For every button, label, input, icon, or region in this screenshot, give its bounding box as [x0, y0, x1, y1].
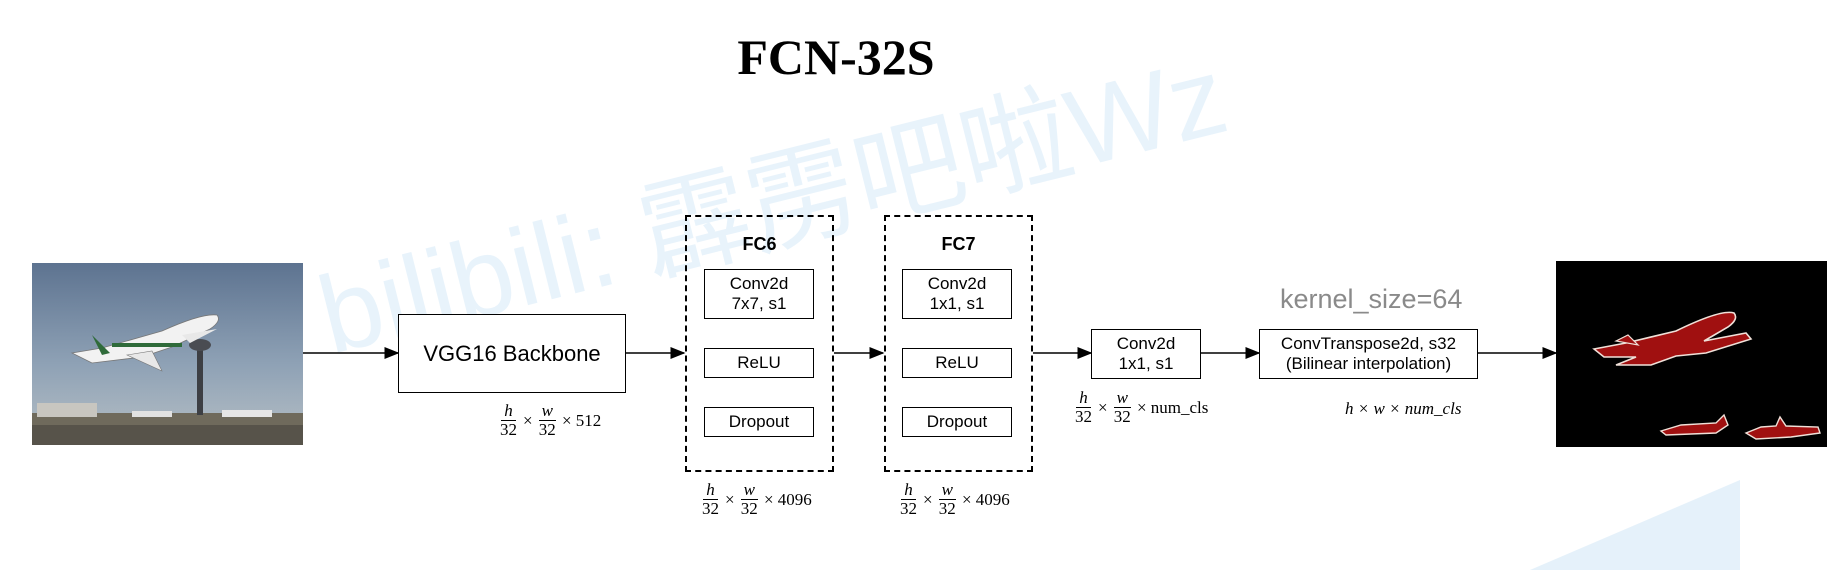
fc7-conv2d-line1: Conv2d	[927, 274, 987, 293]
fc6-conv2d-line1: Conv2d	[729, 274, 789, 293]
fc6-dropout-box: Dropout	[704, 407, 814, 437]
fc6-shape-num2: w	[740, 481, 758, 500]
backbone-shape-den2: 32	[538, 420, 556, 439]
fc6-label: FC6	[742, 234, 777, 254]
fc7-relu-label: ReLU	[935, 353, 979, 372]
vgg16-backbone-box: VGG16 Backbone	[398, 314, 626, 393]
fc7-shape-tail: × 4096	[961, 489, 1010, 509]
segment-airplane-small-2	[1744, 415, 1821, 440]
fc7-shape-num1: h	[901, 481, 916, 500]
backbone-shape-num2: w	[538, 402, 556, 421]
conv2d-1x1-line1: Conv2d	[1116, 334, 1176, 353]
fc7-shape-num2: w	[938, 481, 956, 500]
fc6-relu-box: ReLU	[704, 348, 814, 378]
fc6-conv2d-box: Conv2d 7x7, s1	[704, 269, 814, 319]
fc6-shape-tail: × 4096	[763, 489, 812, 509]
convtranspose-box: ConvTranspose2d, s32 (Bilinear interpola…	[1259, 329, 1478, 379]
input-image	[32, 263, 303, 445]
backbone-shape-num1: h	[501, 402, 516, 421]
convtranspose-line2: (Bilinear interpolation)	[1285, 354, 1452, 373]
backbone-shape-den1: 32	[500, 420, 517, 439]
fc7-dropout-label: Dropout	[926, 412, 988, 431]
fc6-group	[685, 215, 834, 472]
fc6-shape-den1: 32	[702, 499, 719, 518]
fc6-shape-den2: 32	[740, 499, 758, 518]
conv-shape-den2: 32	[1113, 407, 1131, 426]
fc6-conv2d-line2: 7x7, s1	[731, 294, 787, 313]
conv-shape-num1: h	[1076, 389, 1091, 408]
fc7-relu-box: ReLU	[902, 348, 1012, 378]
page-title: FCN-32S	[737, 29, 935, 85]
fc6-shape-num1: h	[703, 481, 718, 500]
output-segmentation-image	[1556, 261, 1827, 447]
conv2d-1x1-box: Conv2d 1x1, s1	[1091, 329, 1201, 379]
conv-shape-num2: w	[1113, 389, 1131, 408]
airplane-shape	[70, 314, 219, 364]
fc6-relu-label: ReLU	[737, 353, 781, 372]
segment-airplane-large	[1592, 311, 1753, 366]
convtranspose-line1: ConvTranspose2d, s32	[1280, 334, 1457, 353]
fc6-dropout-label: Dropout	[728, 412, 790, 431]
fc7-conv2d-line2: 1x1, s1	[929, 294, 985, 313]
kernel-size-note: kernel_size=64	[1280, 284, 1463, 314]
fc7-conv2d-box: Conv2d 1x1, s1	[902, 269, 1012, 319]
fc7-shape-den1: 32	[900, 499, 917, 518]
final-shape-text: h × w × num_cls	[1345, 399, 1462, 418]
backbone-shape-tail: × 512	[561, 410, 602, 430]
vgg16-backbone-label: VGG16 Backbone	[423, 340, 601, 366]
conv-shape-den1: 32	[1075, 407, 1092, 426]
watermark-shape	[1530, 480, 1740, 570]
fc7-dropout-box: Dropout	[902, 407, 1012, 437]
final-output-shape: h × w × num_cls	[1345, 399, 1461, 419]
fc7-label: FC7	[941, 234, 976, 254]
conv-shape-tail: × num_cls	[1136, 397, 1209, 417]
fc7-group	[884, 215, 1033, 472]
conv2d-1x1-line2: 1x1, s1	[1118, 354, 1174, 373]
segment-airplane-small-1	[1659, 413, 1729, 436]
fc7-shape-den2: 32	[938, 499, 956, 518]
